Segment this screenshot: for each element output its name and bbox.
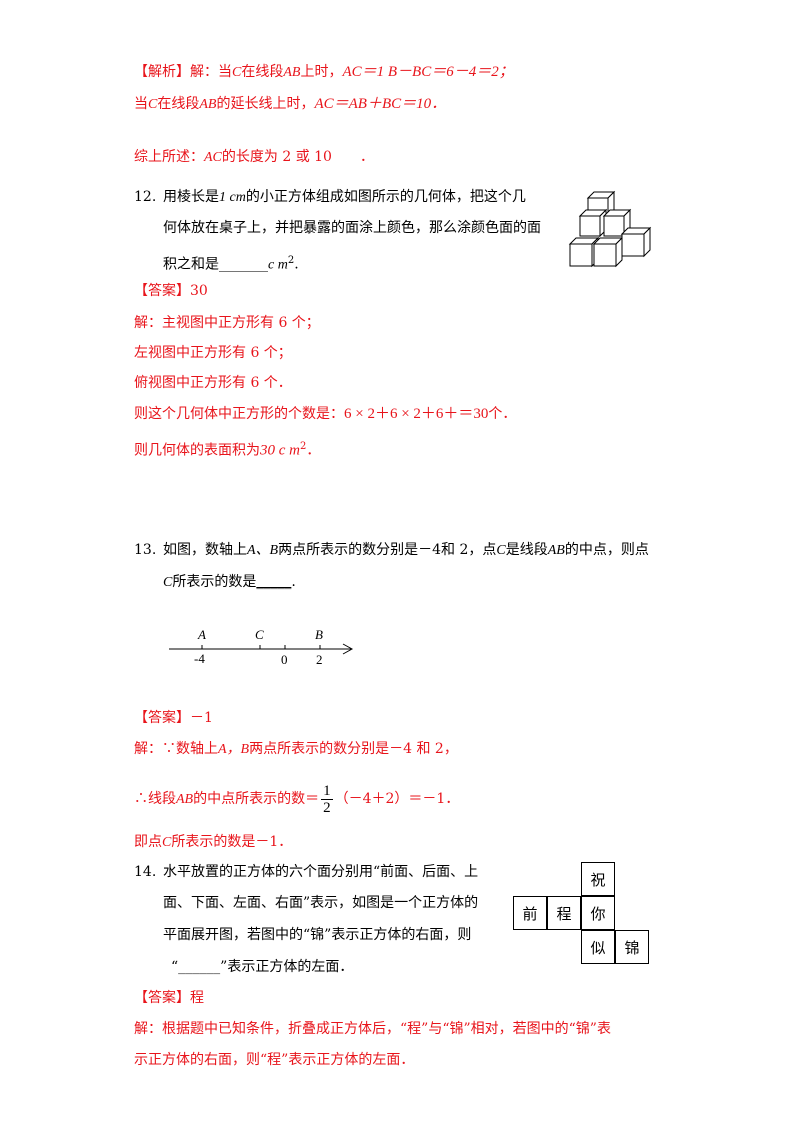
q12-number: 12. bbox=[134, 189, 157, 205]
q13-text-line-1: 如图，数轴上A、B两点所表示的数分别是－4和 2，点C是线段AB的中点，则点 bbox=[163, 542, 649, 558]
net-cell-ni: 你 bbox=[581, 896, 615, 930]
q12-text-line-3: 积之和是_______c m2. bbox=[163, 255, 299, 273]
q13-blank: _____ bbox=[256, 574, 292, 590]
q11-solution-line-2: 当C在线段AB的延长线上时，AC＝AB＋BC＝10． bbox=[134, 96, 447, 112]
q14-text-line-3: 平面展开图，若图中的“锦”表示正方体的右面，则 bbox=[163, 927, 472, 943]
net-cell-qian: 前 bbox=[513, 896, 547, 930]
q13-number-line: A C B -4 0 2 bbox=[169, 627, 354, 667]
q14-answer: 【答案】程 bbox=[134, 990, 204, 1006]
axis-label-b: B bbox=[315, 627, 323, 642]
cube-bottom-right bbox=[620, 226, 652, 258]
q12-solution-line-2: 左视图中正方形有 6 个； bbox=[134, 345, 292, 361]
net-cell-si: 似 bbox=[581, 930, 615, 964]
q12-cube-figure bbox=[568, 190, 652, 268]
q14-blank: ______ bbox=[178, 959, 221, 975]
axis-label-c: C bbox=[255, 627, 264, 642]
q14-cube-net: 祝 前 程 你 似 锦 bbox=[513, 862, 653, 968]
q13-text-line-2: C所表示的数是_____. bbox=[163, 574, 296, 590]
q12-text-line-1: 用棱长是1 cm的小正方体组成如图所示的几何体，把这个几 bbox=[163, 189, 526, 205]
q14-text-line-1: 水平放置的正方体的六个面分别用“前面、后面、上 bbox=[163, 864, 479, 880]
q13-answer: 【答案】－1 bbox=[134, 710, 213, 726]
q14-solution-line-2: 示正方体的右面，则“程”表示正方体的左面． bbox=[134, 1052, 415, 1068]
cube-mid-left bbox=[578, 208, 608, 238]
q13-solution-line-3: 即点C所表示的数是－1． bbox=[134, 834, 293, 850]
q12-solution-line-4: 则这个几何体中正方形的个数是：6 × 2＋6 × 2＋6＋＝30个． bbox=[134, 406, 517, 422]
q12-solution-line-1: 解：主视图中正方形有 6 个； bbox=[134, 315, 320, 331]
q12-answer: 【答案】30 bbox=[134, 283, 208, 299]
q14-text-line-4: “______”表示正方体的左面． bbox=[171, 959, 354, 975]
q13-number: 13. bbox=[134, 542, 157, 558]
q14-text-line-2: 面、下面、左面、右面”表示，如图是一个正方体的 bbox=[163, 895, 479, 911]
net-cell-cheng: 程 bbox=[547, 896, 581, 930]
axis-tick-0: 0 bbox=[281, 652, 288, 667]
q13-solution-line-1: 解：∵数轴上A，B两点所表示的数分别是－4 和 2， bbox=[134, 741, 458, 757]
axis-tick-minus-4: -4 bbox=[194, 651, 205, 666]
q12-solution-line-5: 则几何体的表面积为30 c m2． bbox=[134, 441, 321, 459]
q14-number: 14. bbox=[134, 864, 157, 880]
axis-label-a: A bbox=[197, 627, 206, 642]
q12-text-line-2: 何体放在桌子上，并把暴露的面涂上颜色，那么涂颜色面的面 bbox=[163, 220, 541, 236]
q14-solution-line-1: 解：根据题中已知条件，折叠成正方体后，“程”与“锦”相对，若图中的“锦”表 bbox=[134, 1021, 611, 1037]
q12-blank: _______ bbox=[219, 256, 268, 273]
net-cell-jin: 锦 bbox=[615, 930, 649, 964]
q11-conclusion: 综上所述：AC的长度为 2 或 10 ． bbox=[134, 149, 374, 165]
q11-solution-line-1: 【解析】解：当C在线段AB上时，AC＝1 B－BC＝6－4＝2； bbox=[134, 64, 514, 80]
q12-solution-line-3: 俯视图中正方形有 6 个． bbox=[134, 375, 292, 391]
cube-bottom-mid bbox=[592, 236, 624, 268]
net-cell-zhu: 祝 bbox=[581, 862, 615, 896]
axis-tick-2: 2 bbox=[316, 652, 323, 667]
